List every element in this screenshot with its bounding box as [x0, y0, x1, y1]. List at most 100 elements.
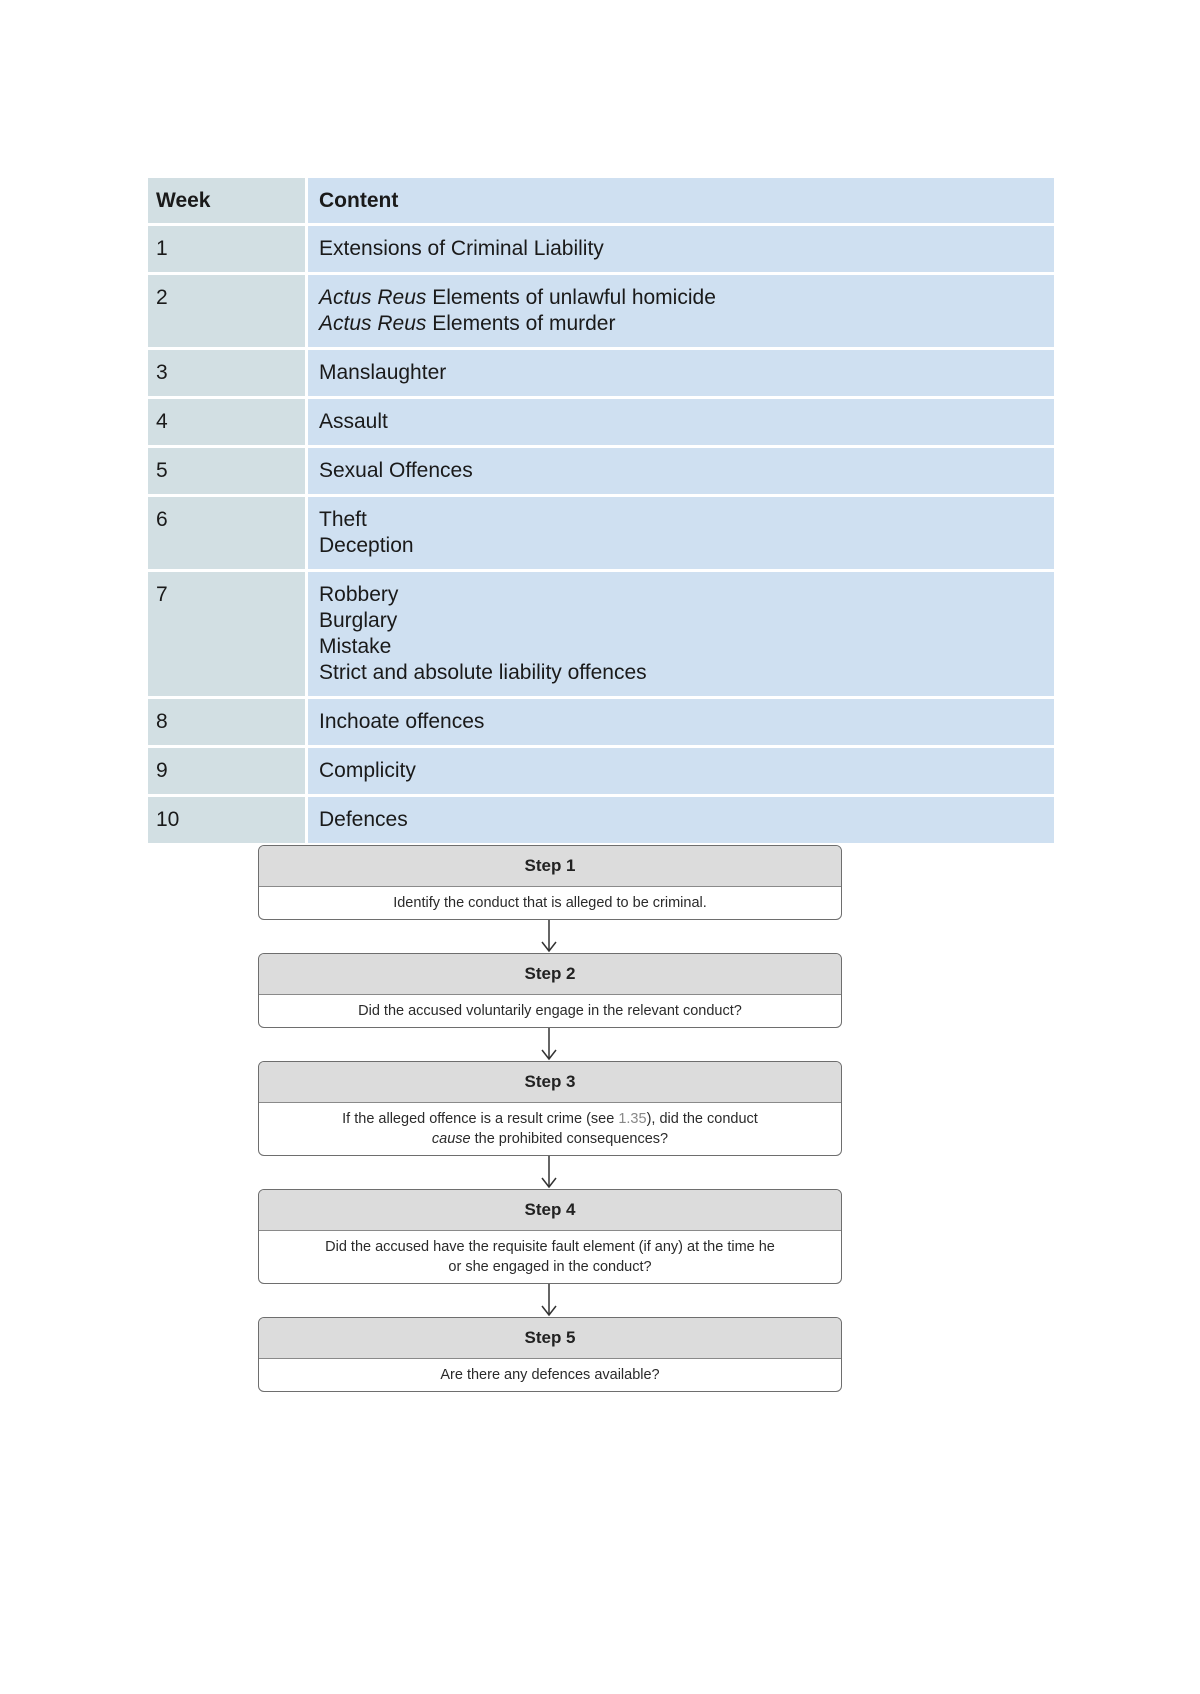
- week-number: 4: [148, 399, 308, 445]
- week-number: 10: [148, 797, 308, 843]
- flow-connector: [258, 1028, 840, 1061]
- step-box: Step 1 Identify the conduct that is alleg…: [258, 845, 842, 920]
- paragraph-reference: 1.35: [618, 1111, 647, 1127]
- step-question-line: Did the accused have the requisite fault…: [277, 1237, 823, 1257]
- week-content: Extensions of Criminal Liability: [308, 226, 1054, 272]
- table-row: 9 Complicity: [148, 748, 1054, 794]
- arrow-head: [541, 1305, 557, 1317]
- content-line: Mistake: [319, 634, 1046, 660]
- emphasized-term: cause: [431, 1131, 471, 1147]
- down-arrow-icon: [541, 1028, 557, 1061]
- content-text: Mistake: [319, 635, 392, 658]
- week-number: 6: [148, 497, 308, 569]
- content-text: Robbery: [319, 583, 399, 606]
- step-question: Identify the conduct that is alleged to …: [259, 887, 841, 919]
- content-text: Manslaughter: [319, 361, 447, 384]
- step-question-line: Did the accused voluntarily engage in th…: [277, 1001, 823, 1021]
- week-content: Complicity: [308, 748, 1054, 794]
- week-content: Defences: [308, 797, 1054, 843]
- down-arrow-icon: [541, 1156, 557, 1189]
- question-text: the prohibited consequences?: [470, 1131, 669, 1147]
- table-header-row: Week Content: [148, 178, 1054, 223]
- step-title: Step 3: [259, 1062, 841, 1103]
- step-question: If the alleged offence is a result crime…: [259, 1103, 841, 1155]
- content-line: Complicity: [319, 758, 1046, 784]
- week-content: Manslaughter: [308, 350, 1054, 396]
- step-question-line: If the alleged offence is a result crime…: [277, 1109, 823, 1129]
- question-text: Are there any defences available?: [440, 1367, 660, 1383]
- table-row: 4 Assault: [148, 399, 1054, 445]
- content-text: Assault: [319, 410, 388, 433]
- content-text: Elements of unlawful homicide: [426, 286, 716, 309]
- week-content: Assault: [308, 399, 1054, 445]
- step-box: Step 2 Did the accused voluntarily engage…: [258, 953, 842, 1028]
- week-number: 3: [148, 350, 308, 396]
- week-number: 8: [148, 699, 308, 745]
- content-line: Robbery: [319, 582, 1046, 608]
- step-box: Step 4 Did the accused have the requisite…: [258, 1189, 842, 1284]
- week-number: 5: [148, 448, 308, 494]
- italic-term: Actus Reus: [319, 312, 427, 335]
- week-content: Inchoate offences: [308, 699, 1054, 745]
- content-text: Theft: [319, 508, 367, 531]
- content-line: Theft: [319, 507, 1046, 533]
- content-line: Actus Reus Elements of unlawful homicide: [319, 285, 1046, 311]
- week-content: Sexual Offences: [308, 448, 1054, 494]
- table-row: 8 Inchoate offences: [148, 699, 1054, 745]
- week-number: 1: [148, 226, 308, 272]
- content-line: Actus Reus Elements of murder: [319, 311, 1046, 337]
- content-text: Extensions of Criminal Liability: [319, 237, 604, 260]
- content-line: Inchoate offences: [319, 709, 1046, 735]
- table-row: 10 Defences: [148, 797, 1054, 843]
- step-title: Step 1: [259, 846, 841, 887]
- content-line: Sexual Offences: [319, 458, 1046, 484]
- content-text: Deception: [319, 534, 414, 557]
- step-question-line: or she engaged in the conduct?: [277, 1257, 823, 1277]
- content-text: Sexual Offences: [319, 459, 473, 482]
- question-text: or she engaged in the conduct?: [448, 1259, 652, 1275]
- step-question: Did the accused have the requisite fault…: [259, 1231, 841, 1283]
- content-line: Strict and absolute liability offences: [319, 660, 1046, 686]
- flow-connector: [258, 1284, 840, 1317]
- table-row: 3 Manslaughter: [148, 350, 1054, 396]
- step-title: Step 4: [259, 1190, 841, 1231]
- question-text: Did the accused have the requisite fault…: [325, 1239, 775, 1255]
- arrow-head: [541, 941, 557, 953]
- week-number: 7: [148, 572, 308, 696]
- step-title: Step 2: [259, 954, 841, 995]
- arrow-head: [541, 1177, 557, 1189]
- week-column-header: Week: [148, 178, 308, 223]
- table-row: 5 Sexual Offences: [148, 448, 1054, 494]
- content-text: Complicity: [319, 759, 416, 782]
- italic-term: Actus Reus: [319, 286, 427, 309]
- down-arrow-icon: [541, 920, 557, 953]
- content-text: Strict and absolute liability offences: [319, 661, 647, 684]
- content-text: Burglary: [319, 609, 398, 632]
- step-question: Did the accused voluntarily engage in th…: [259, 995, 841, 1027]
- content-line: Deception: [319, 533, 1046, 559]
- arrow-head: [541, 1049, 557, 1061]
- flow-connector: [258, 1156, 840, 1189]
- week-number: 2: [148, 275, 308, 347]
- content-column-header: Content: [308, 178, 1054, 223]
- week-content: Actus Reus Elements of unlawful homicide…: [308, 275, 1054, 347]
- content-line: Extensions of Criminal Liability: [319, 236, 1046, 262]
- question-text: Did the accused voluntarily engage in th…: [358, 1003, 742, 1019]
- content-text: Defences: [319, 808, 408, 831]
- week-number: 9: [148, 748, 308, 794]
- question-text: Identify the conduct that is alleged to …: [393, 895, 707, 911]
- step-question-line: Are there any defences available?: [277, 1365, 823, 1385]
- step-title: Step 5: [259, 1318, 841, 1359]
- step-question-line: Identify the conduct that is alleged to …: [277, 893, 823, 913]
- content-text: Elements of murder: [426, 312, 616, 335]
- content-text: Inchoate offences: [319, 710, 485, 733]
- analysis-steps-flowchart: Step 1 Identify the conduct that is alleg…: [258, 845, 842, 1392]
- flow-connector: [258, 920, 840, 953]
- step-box: Step 3 If the alleged offence is a result…: [258, 1061, 842, 1156]
- down-arrow-icon: [541, 1284, 557, 1317]
